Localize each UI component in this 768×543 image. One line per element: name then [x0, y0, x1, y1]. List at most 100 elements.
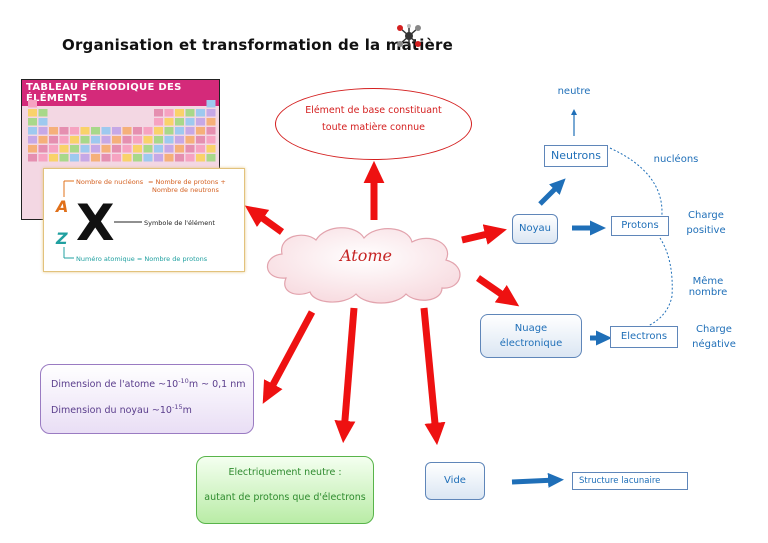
periodic-cell: [154, 136, 163, 144]
periodic-cell: [206, 136, 216, 144]
nuage-line2: électronique: [499, 338, 563, 349]
periodic-cell: [91, 154, 100, 162]
periodic-cell: [101, 127, 111, 135]
element-symbol-letter: X: [76, 194, 115, 252]
periodic-cell: [38, 136, 48, 144]
periodic-cell: [185, 127, 195, 135]
periodic-cell: [112, 154, 121, 162]
neutrons-count-label: Nombre de neutrons: [152, 186, 219, 194]
nucleons-equation: = Nombre de protons +: [148, 178, 226, 186]
periodic-cell: [164, 109, 174, 117]
neutre-label: neutre: [557, 86, 591, 97]
periodic-cell: [91, 127, 100, 135]
periodic-cell: [133, 145, 142, 153]
neutrality-line1: Electriquement neutre :: [228, 467, 342, 478]
charge-negative-line1: Charge: [696, 324, 732, 335]
periodic-cell: [164, 154, 174, 162]
periodic-cell: [196, 136, 205, 144]
atomic-number-label: Numéro atomique = Nombre de protons: [76, 255, 208, 263]
periodic-cell: [59, 154, 69, 162]
periodic-cell: [59, 145, 69, 153]
periodic-cell: [133, 154, 142, 162]
protons-box: Protons: [611, 216, 669, 236]
periodic-cell: [206, 145, 216, 153]
periodic-cell: [38, 118, 48, 126]
periodic-cell: [59, 136, 69, 144]
periodic-cell: [70, 154, 79, 162]
periodic-cell: [164, 127, 174, 135]
periodic-cell: [59, 127, 69, 135]
atome-label: Atome: [340, 246, 392, 265]
periodic-cell: [101, 154, 111, 162]
periodic-cell: [154, 118, 163, 126]
periodic-cell: [196, 127, 205, 135]
arrow-to-noyau: [461, 224, 507, 245]
neutrons-box: Neutrons: [544, 145, 608, 167]
mass-number-letter: A: [56, 197, 69, 216]
dimension-noyau-suffix: m: [182, 405, 192, 417]
periodic-cell: [175, 154, 184, 162]
periodic-cell: [112, 136, 121, 144]
periodic-cell: [154, 154, 163, 162]
neutrality-box: Electriquement neutre : autant de proton…: [196, 456, 374, 524]
dimension-atome-suffix: m ~ 0,1 nm: [188, 379, 246, 391]
dimension-atome-exp: -10: [178, 377, 189, 385]
periodic-cell: [185, 109, 195, 117]
atomic-number-letter: Z: [56, 229, 68, 248]
atome-cloud: Atome: [256, 220, 476, 306]
structure-lacunaire-box: Structure lacunaire: [572, 472, 688, 490]
periodic-cell: [38, 145, 48, 153]
periodic-cell: [206, 109, 216, 117]
periodic-cell: [112, 127, 121, 135]
periodic-cell: [196, 154, 205, 162]
periodic-cell: [28, 154, 37, 162]
periodic-cell: [38, 109, 48, 117]
periodic-cell: [196, 109, 205, 117]
periodic-cell: [175, 118, 184, 126]
arrow-to-vide: [420, 307, 446, 446]
nuage-line1: Nuage: [514, 323, 548, 334]
periodic-cell: [28, 118, 37, 126]
electrons-box: Electrons: [610, 326, 678, 348]
periodic-cell: [143, 145, 153, 153]
periodic-cell: [80, 154, 90, 162]
periodic-cell: [49, 154, 58, 162]
nucleons-label: Nombre de nucléons: [76, 178, 144, 186]
periodic-cell: [70, 145, 79, 153]
periodic-cell: [122, 136, 132, 144]
periodic-cell: [206, 127, 216, 135]
periodic-cell: [164, 118, 174, 126]
arrow-noyau-neutrons: [538, 178, 566, 206]
periodic-cell: [112, 145, 121, 153]
periodic-cell: [154, 145, 163, 153]
periodic-cell: [206, 118, 216, 126]
arrow-to-nuage: [476, 275, 520, 307]
charge-negative-line2: négative: [692, 339, 736, 350]
periodic-cell: [185, 145, 195, 153]
periodic-cell: [49, 127, 58, 135]
periodic-cell: [49, 136, 58, 144]
periodic-cell: [185, 136, 195, 144]
periodic-cell: [206, 154, 216, 162]
periodic-cell: [70, 136, 79, 144]
periodic-cell: [133, 136, 142, 144]
dotted-meme-nombre-link: [647, 237, 673, 327]
periodic-cell: [154, 109, 163, 117]
periodic-cell: [38, 154, 48, 162]
periodic-cell: [122, 127, 132, 135]
periodic-cell: [164, 145, 174, 153]
charge-positive-line2: positive: [686, 225, 726, 236]
periodic-cell: [38, 127, 48, 135]
periodic-cell: [70, 127, 79, 135]
element-def-line2: toute matière connue: [322, 122, 425, 133]
arrow-to-neutre-box: [334, 307, 358, 444]
dimension-noyau-prefix: Dimension du noyau ~10: [51, 405, 172, 417]
dimension-atome: Dimension de l'atome ~10-10m ~ 0,1 nm: [51, 377, 246, 390]
element-definition-bubble: Elément de base constituant toute matièr…: [275, 88, 472, 160]
dimension-box: Dimension de l'atome ~10-10m ~ 0,1 nm Di…: [40, 364, 254, 434]
noyau-box: Noyau: [512, 214, 558, 244]
periodic-cell: [143, 154, 153, 162]
element-def-line1: Elément de base constituant: [305, 105, 442, 116]
